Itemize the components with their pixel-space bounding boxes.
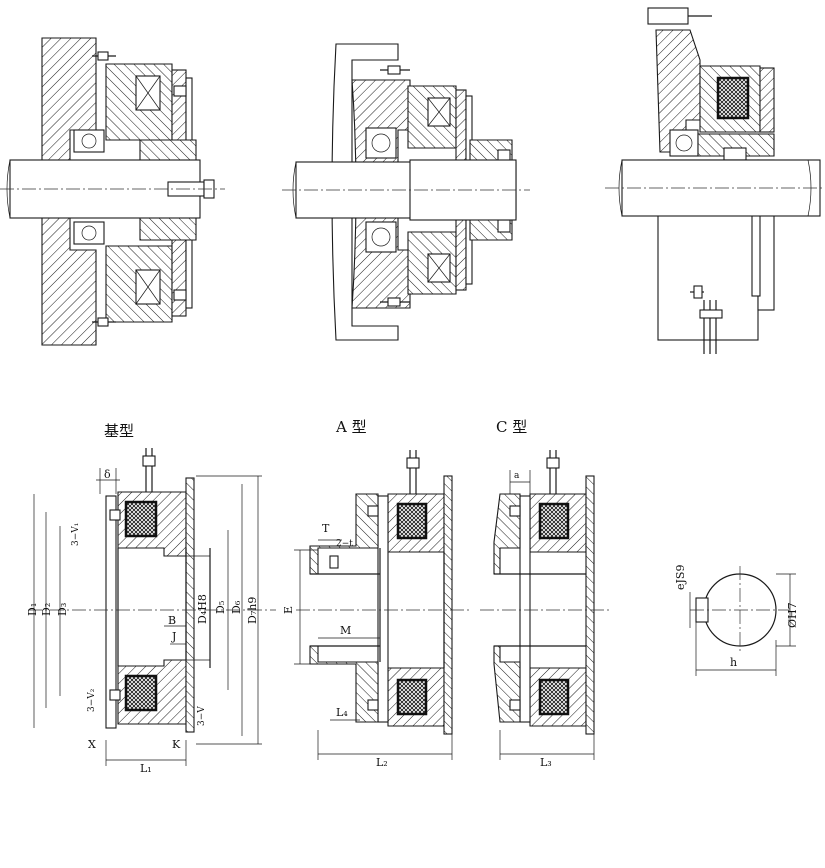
dim-d7: D₇h9	[246, 597, 259, 624]
dim-dh7: ØH7	[786, 602, 799, 628]
dim-h: h	[730, 656, 737, 669]
base-type-title: 基型	[104, 422, 134, 440]
dim-x: X	[88, 738, 96, 751]
dim-e: E	[282, 606, 295, 614]
dim-d1: D₁	[26, 603, 39, 616]
dim-d6: D₆	[230, 600, 243, 614]
type-a-title: A 型	[335, 418, 367, 436]
dim-m: M	[340, 624, 351, 637]
dim-d4: D₄H8	[196, 594, 209, 624]
dim-v1: 3−V₁	[71, 523, 81, 546]
dim-v: 3−V	[197, 706, 207, 726]
dim-l1: L₁	[140, 762, 152, 775]
type-c-title: C 型	[496, 418, 527, 436]
dim-d3: D₃	[56, 603, 69, 616]
dim-l3: L₃	[540, 756, 552, 769]
type-a-drawing: A 型 T 2−t E	[282, 418, 472, 769]
dim-l2: L₂	[376, 756, 388, 769]
dim-d5: D₅	[214, 601, 227, 614]
dim-b: B	[168, 614, 176, 627]
dim-2t: 2−t	[336, 539, 353, 549]
dim-ejs9: eJS9	[674, 565, 687, 590]
bore-keyway-detail: eJS9 ØH7 h	[674, 565, 799, 676]
dim-v2: 3−V₂	[87, 688, 97, 712]
dim-d2: D₂	[40, 603, 53, 616]
assembly-view-left	[0, 37, 225, 346]
dim-t: T	[322, 522, 330, 535]
type-c-drawing: C 型 a L₃	[480, 418, 610, 769]
base-type-drawing: 基型	[26, 422, 276, 775]
dim-j: J	[171, 630, 176, 643]
dim-delta: δ	[104, 468, 111, 481]
dim-k: K	[172, 738, 181, 751]
assembly-view-middle	[282, 43, 530, 341]
dim-a: a	[514, 471, 520, 481]
assembly-view-right	[605, 7, 825, 354]
dim-l4: L₄	[336, 706, 348, 719]
